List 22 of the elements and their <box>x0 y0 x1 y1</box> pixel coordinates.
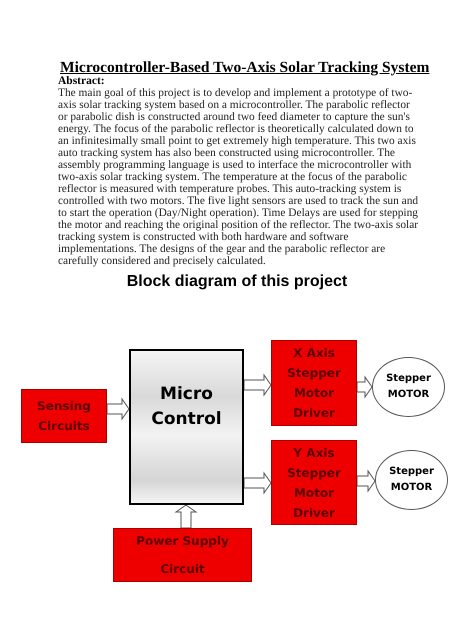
block-arrow <box>356 375 373 399</box>
node-label: Y Axis Stepper Motor Driver <box>286 444 342 522</box>
abstract-paragraph: The main goal of this project is to develop and implement a prototype of two-axis solar tracking system based on a microcontroller. The parabolic reflector or parabolic dish is constructed around two feed diameter to capture the sun's energy. The focus of the parabolic reflector is theoretically calculated down to an infinitesimally small point to get extremely high temperature. This two axis auto tracking system has also been constructed using microcontroller. The assembly programming language is used to interface the microcontroller with two-axis solar tracking system. The temperature at the focus of the parabolic reflector is measured with temperature probes. This auto-tracking system is controlled with two motors. The five light sensors are used to track the sun and to start the operation (Day/Night operation). Time Delays are used for stepping the motor and reaching the original position of the reflector. The two-axis solar tracking system is constructed with both hardware and software implementations. The designs of the gear and the parabolic reflector are carefully considered and precisely calculated. <box>58 87 420 267</box>
node-label: Stepper MOTOR <box>388 465 435 495</box>
block-arrow <box>244 373 272 397</box>
section-heading: Abstract: <box>58 75 105 88</box>
node-label: X Axis Stepper Motor Driver <box>286 345 342 422</box>
process-box <box>113 528 252 582</box>
block-arrow <box>356 469 376 493</box>
process-box <box>21 389 107 443</box>
diagram-heading: Block diagram of this project <box>126 272 348 292</box>
block-arrow <box>174 504 198 528</box>
node-label: Sensing Circuits <box>36 398 92 435</box>
process-box <box>271 340 357 426</box>
node-label: Stepper MOTOR <box>385 372 432 402</box>
block-arrow <box>106 397 130 421</box>
process-box <box>271 440 357 525</box>
title: Microcontroller-Based Two-Axis Solar Tracking System <box>60 58 430 76</box>
node-label: Micro Control <box>150 382 223 431</box>
block-arrow <box>244 471 272 495</box>
controller-box <box>129 349 244 505</box>
node-label: Power Supply Circuit <box>135 533 230 578</box>
